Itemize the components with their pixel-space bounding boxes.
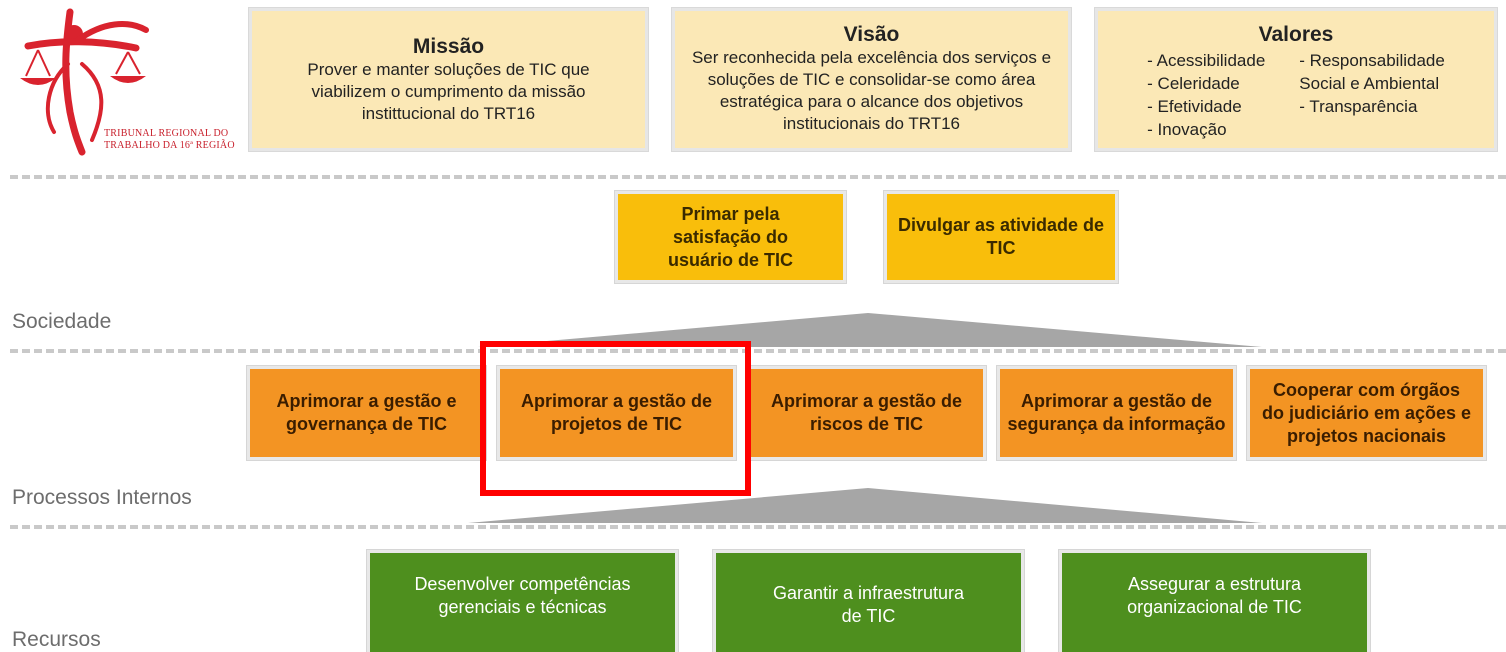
highlight-rectangle [480, 341, 751, 496]
objective-box: Aprimorar a gestão de riscos de TIC [750, 369, 983, 457]
separator-top [10, 175, 1506, 179]
level-label-sociedade: Sociedade [12, 310, 112, 333]
mission-title: Missão [412, 35, 485, 58]
wedge-processos-to-sociedade [478, 313, 1262, 347]
objective-label: Garantir a infraestrutura de TIC [772, 582, 965, 626]
vision-text: Ser reconhecida pela excelência dos serv… [691, 48, 1052, 133]
value-item: - Celeridade [1147, 74, 1240, 93]
level-label-processos: Processos Internos [12, 486, 192, 509]
tribunal-logo: TRIBUNAL REGIONAL DO TRABALHO DA 16ª REG… [8, 2, 248, 160]
value-item: - Efetividade [1147, 97, 1242, 116]
value-item: - Inovação [1147, 120, 1227, 139]
objective-box: Divulgar as atividade de TIC [887, 194, 1115, 280]
objective-box: Garantir a infraestrutura de TIC [716, 553, 1021, 652]
objective-box: Assegurar a estrutura organizacional de … [1062, 553, 1367, 652]
values-column-2: - Responsabilidade Social e Ambiental - … [1299, 49, 1445, 141]
value-item: Social e Ambiental [1299, 74, 1440, 93]
objective-box: Aprimorar a gestão e governança de TIC [250, 369, 483, 457]
logo-line-2: TRABALHO DA 16ª REGIÃO [104, 140, 235, 151]
objective-label: Aprimorar a gestão de riscos de TIC [770, 391, 963, 434]
objective-box-highlighted: Aprimorar a gestão de projetos de TIC [500, 369, 733, 457]
objective-label: Divulgar as atividade de TIC [897, 215, 1105, 258]
vision-title: Visão [843, 23, 900, 46]
separator-processos [10, 525, 1506, 529]
logo-text: TRIBUNAL REGIONAL DO TRABALHO DA 16ª REG… [104, 128, 254, 152]
level-label-recursos: Recursos [12, 628, 101, 651]
objective-box: Aprimorar a gestão de segurança da infor… [1000, 369, 1233, 457]
mission-card: Missão Prover e manter soluções de TIC q… [252, 11, 645, 148]
objective-label: Assegurar a estrutura organizacional de … [1127, 573, 1302, 617]
scales-of-justice-icon [20, 8, 149, 156]
values-title: Valores [1258, 23, 1334, 46]
logo-line-1: TRIBUNAL REGIONAL DO [104, 128, 229, 139]
value-item: - Transparência [1299, 97, 1418, 116]
values-card: Valores - Acessibilidade - Celeridade - … [1098, 11, 1494, 148]
values-column-1: - Acessibilidade - Celeridade - Efetivid… [1147, 49, 1265, 141]
objective-box: Desenvolver competências gerenciais e té… [370, 553, 675, 652]
objective-label: Desenvolver competências gerenciais e té… [414, 573, 631, 617]
objective-label: Aprimorar a gestão de segurança da infor… [1007, 391, 1226, 434]
values-list: - Acessibilidade - Celeridade - Efetivid… [1098, 49, 1494, 141]
mission-text: Prover e manter soluções de TIC que viab… [307, 60, 590, 123]
separator-sociedade [10, 349, 1506, 353]
objective-label: Aprimorar a gestão e governança de TIC [276, 391, 457, 434]
vision-card: Visão Ser reconhecida pela excelência do… [675, 11, 1068, 148]
objective-label: Cooperar com órgãos do judiciário em açõ… [1261, 379, 1472, 446]
value-item: - Responsabilidade [1299, 51, 1445, 70]
objective-box: Primar pela satisfação do usuário de TIC [618, 194, 843, 280]
value-item: - Acessibilidade [1147, 51, 1266, 70]
wedge-recursos-to-processos [468, 488, 1262, 523]
objective-box: Cooperar com órgãos do judiciário em açõ… [1250, 369, 1483, 457]
objective-label: Primar pela satisfação do usuário de TIC [667, 203, 793, 270]
objective-label: Aprimorar a gestão de projetos de TIC [520, 391, 713, 434]
